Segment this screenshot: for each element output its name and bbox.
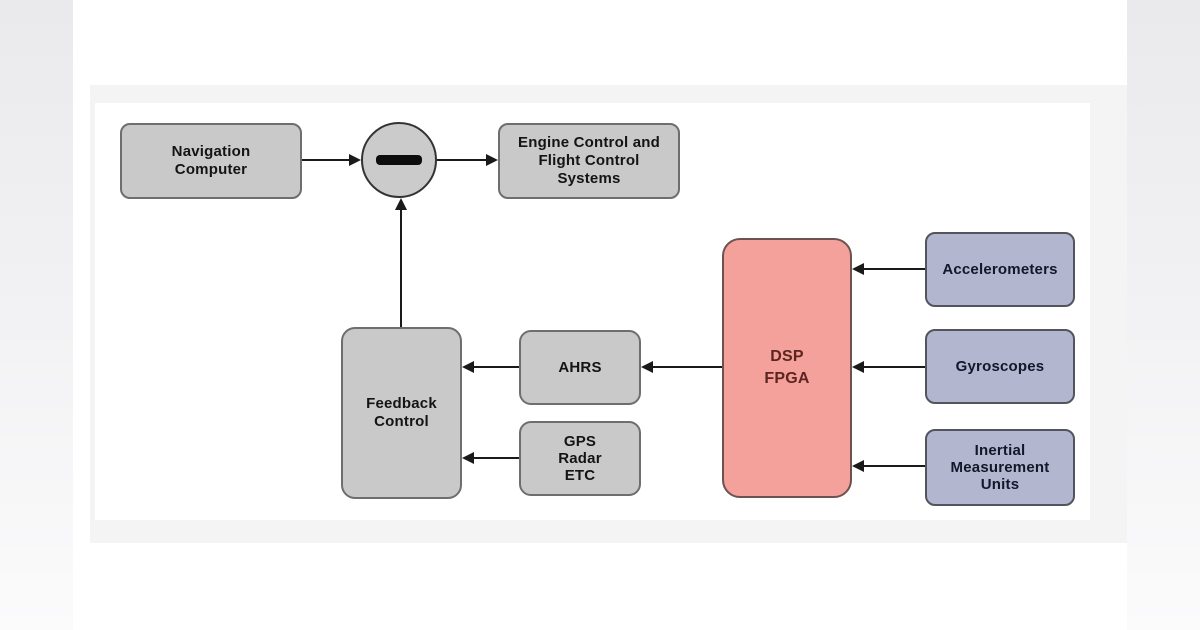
node-feedback-control: Feedback Control: [341, 327, 462, 499]
line-gps-to-feedback: [473, 457, 519, 459]
node-label-line: GPS: [563, 433, 597, 450]
line-imu-to-dsp: [863, 465, 925, 467]
arrowhead-accelerometers-to-dsp: [852, 263, 864, 275]
node-engine-flight-control: Engine Control and Flight Control System…: [498, 123, 680, 199]
node-label-line: DSP: [770, 348, 804, 365]
node-label-line: Accelerometers: [942, 260, 1058, 278]
node-dsp-fpga: DSP FPGA: [722, 238, 852, 498]
node-label-line: Computer: [174, 161, 248, 178]
node-label-line: Units: [980, 476, 1020, 493]
page-gradient-right: [1127, 0, 1200, 630]
arrowhead-gps-to-feedback: [462, 452, 474, 464]
node-gps-radar-etc: GPS Radar ETC: [519, 421, 641, 496]
node-label-line: Engine Control and: [518, 134, 660, 151]
node-label-line: Flight Control: [538, 152, 640, 169]
node-accelerometers: Accelerometers: [925, 232, 1075, 307]
node-inertial-measurement-units: Inertial Measurement Units: [925, 429, 1075, 506]
node-label-line: Gyroscopes: [955, 357, 1045, 375]
arrowhead-sum-to-engine: [486, 154, 498, 166]
node-label-line: Control: [374, 413, 429, 430]
node-label-line: ETC: [564, 467, 596, 484]
line-accelerometers-to-dsp: [863, 268, 925, 270]
arrowhead-ahrs-to-feedback: [462, 361, 474, 373]
node-label-line: Feedback: [366, 395, 437, 412]
summing-junction: [361, 122, 437, 198]
node-label-line: Measurement: [950, 459, 1050, 476]
arrowhead-gyroscopes-to-dsp: [852, 361, 864, 373]
node-label-line: AHRS: [558, 358, 602, 376]
page-gradient-left: [0, 0, 73, 630]
arrowhead-imu-to-dsp: [852, 460, 864, 472]
node-label-line: Radar: [558, 450, 602, 467]
line-feedback-to-sum: [400, 208, 402, 327]
node-ahrs: AHRS: [519, 330, 641, 405]
node-label-line: FPGA: [764, 370, 810, 387]
arrowhead-dsp-to-ahrs: [641, 361, 653, 373]
line-gyroscopes-to-dsp: [863, 366, 925, 368]
line-dsp-to-ahrs: [652, 366, 722, 368]
node-label-line: Navigation: [171, 143, 251, 160]
minus-icon: [376, 155, 422, 165]
arrowhead-navigation-to-sum: [349, 154, 361, 166]
line-ahrs-to-feedback: [473, 366, 519, 368]
node-gyroscopes: Gyroscopes: [925, 329, 1075, 404]
line-sum-to-engine: [437, 159, 487, 161]
line-navigation-to-sum: [302, 159, 352, 161]
node-label-line: Systems: [557, 170, 621, 187]
node-navigation-computer: Navigation Computer: [120, 123, 302, 199]
node-label-line: Inertial: [974, 442, 1026, 459]
arrowhead-feedback-to-sum: [395, 198, 407, 210]
